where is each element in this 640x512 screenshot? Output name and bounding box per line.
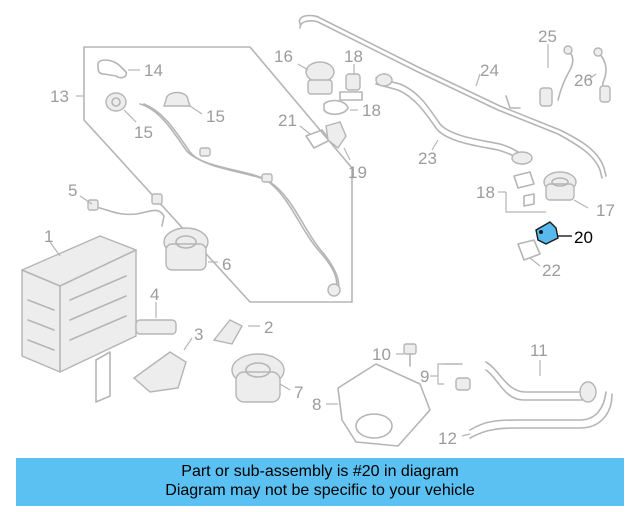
label-2: 2	[264, 318, 273, 337]
part-15-valve-left	[105, 92, 137, 123]
part-12-hose	[461, 391, 613, 439]
label-6: 6	[222, 255, 231, 274]
label-7: 7	[294, 383, 303, 402]
label-12: 12	[438, 429, 457, 448]
part-2-elbow	[212, 319, 260, 345]
part-11-hose	[485, 360, 597, 403]
part-15-valve-right	[163, 91, 203, 115]
label-1: 1	[44, 227, 53, 246]
label-3: 3	[194, 325, 203, 344]
label-17: 17	[596, 201, 615, 220]
label-21: 21	[278, 111, 297, 130]
part-3-bracket	[132, 337, 193, 393]
part-23-tube	[375, 73, 533, 165]
label-9: 9	[420, 367, 429, 386]
label-24: 24	[480, 61, 499, 80]
part-20-highlighted	[535, 221, 572, 245]
label-5: 5	[68, 181, 77, 200]
part-25-sensor	[539, 44, 574, 107]
info-banner: Part or sub-assembly is #20 in diagram D…	[16, 458, 624, 506]
label-18b: 18	[362, 101, 381, 120]
label-23: 23	[418, 149, 437, 168]
part-9-fasteners	[430, 363, 471, 391]
part-4-valve	[135, 302, 177, 335]
part-18-gasket-right	[498, 171, 546, 213]
label-11: 11	[530, 341, 548, 360]
part-16-valve	[297, 61, 335, 95]
part-10-bolt	[396, 343, 417, 367]
banner-line-1: Part or sub-assembly is #20 in diagram	[181, 463, 459, 480]
part-1-canister	[21, 235, 137, 403]
label-18a: 18	[344, 47, 363, 66]
label-14: 14	[144, 61, 163, 80]
label-26: 26	[574, 71, 593, 90]
part-18-valve-top	[339, 64, 363, 101]
label-18c: 18	[476, 183, 495, 202]
part-26-sensor	[587, 47, 611, 103]
label-25: 25	[538, 27, 557, 46]
part-8-bracket	[326, 363, 431, 447]
label-8: 8	[312, 395, 321, 414]
part-14-hose	[97, 59, 140, 79]
part-7-pump	[231, 353, 291, 403]
inset-box-13	[83, 46, 353, 303]
label-20: 20	[574, 228, 593, 247]
banner-line-2: Diagram may not be specific to your vehi…	[165, 482, 475, 499]
part-22-gasket	[517, 239, 541, 267]
label-13: 13	[50, 87, 69, 106]
part-6-valve	[163, 227, 218, 271]
part-24-pipe	[298, 14, 607, 179]
part-17-valve	[543, 171, 589, 209]
label-22: 22	[542, 261, 561, 280]
label-15a: 15	[134, 123, 153, 142]
part-18-gasket-mid	[323, 99, 358, 116]
part-5-harness	[79, 193, 165, 227]
label-10: 10	[372, 345, 391, 364]
label-15b: 15	[206, 107, 225, 126]
label-16: 16	[274, 47, 293, 66]
label-19: 19	[348, 163, 367, 182]
part-19-bracket	[325, 121, 351, 161]
label-4: 4	[150, 285, 159, 304]
